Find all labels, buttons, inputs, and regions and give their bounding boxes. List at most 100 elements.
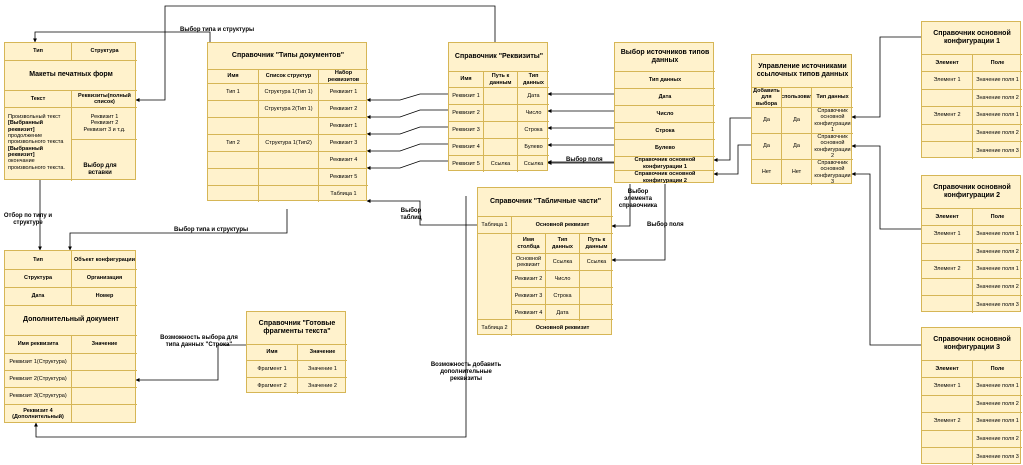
dt-cell: Реквизит 4 [318,151,368,168]
tp-cell: Реквизит 2 [511,270,545,287]
pf-body-line: Произвольный текст [8,114,61,120]
ad-cell: Номер [71,287,137,305]
rm-header: Использовать [781,87,811,107]
cfg-header: Элемент [922,360,972,377]
label-add-requisites: Возможность добавить дополнительные рекв… [430,362,502,382]
cfg-title: Справочник основной конфигурации 2 [933,183,1011,199]
tp-cell: Ссылка [545,253,579,270]
rq-cell: Реквизит 5 [449,155,483,172]
ad-title: Дополнительный документ [5,305,137,335]
rm-cell: Нет [752,159,781,185]
dt-title: Справочник "Типы документов" [231,51,345,59]
cfg-cell: Значение поля 3 [972,447,1022,465]
dt-cell: Реквизит 1 [318,83,368,100]
dt-cell [208,117,258,134]
ad-cell: Дата [5,287,71,305]
tp-cell: Реквизит 4 [511,304,545,321]
rq-cell: Число [517,104,549,121]
rq-header: Путь к данным [483,71,517,87]
pf-body-line: [Выбранный реквизит] [8,145,44,158]
rq-cell: Булево [517,138,549,155]
rm-cell: Нет [781,159,811,185]
src-row: Дата [615,88,715,105]
cfg-cell: Значение поля 1 [972,412,1022,430]
rq-cell: Реквизит 1 [449,87,483,104]
src-row: Справочник основной конфигурации 2 [615,170,715,184]
pf-header-structure: Структура [71,43,137,60]
cfg-title: Справочник основной конфигурации 1 [933,29,1011,45]
cfg-title: Справочник основной конфигурации 3 [933,335,1011,351]
fr-cell: Значение 2 [297,377,347,394]
dt-cell [208,100,258,117]
dt-cell [258,151,318,168]
label-select-tables: Выбор таблиц [400,208,422,221]
dt-cell [208,168,258,185]
arrow-req-1 [366,93,448,102]
dt-cell: Реквизит 1 [318,117,368,134]
cfg-cell: Значение поля 3 [972,141,1022,159]
dt-cell: Реквизит 2 [318,100,368,117]
ad-req-name: Реквизит 3(Структура) [5,387,71,404]
label-filter-by-type: Отбор по типу и структуре [3,213,53,226]
label-string-choice: Возможность выбора для типа данных "Стро… [160,335,238,348]
arrow-fragments-to-adddoc [135,344,246,382]
fr-title: Справочник "Готовые фрагменты текста" [258,319,336,335]
tp-main-req2: Основной реквизит [511,319,613,336]
ad-cell: Структура [5,269,71,287]
pf-row-requisites: Реквизиты(полный список) [71,90,137,107]
cfg-cell [922,141,972,159]
rq-cell: Ссылка [517,155,549,172]
ad-cell: Объект конфигурации [71,251,137,269]
rm-cell: Справочник основной конфигурации 2 [811,133,853,159]
dt-cell [258,168,318,185]
fr-cell: Фрагмент 2 [247,377,297,394]
ad-req-value [71,353,137,370]
label-select-element: Выбор элемента справочника [618,189,658,209]
tp-title: Справочник "Табличные части" [489,197,602,205]
src-row: Число [615,105,715,122]
cfg-cell: Элемент 2 [922,260,972,278]
cfg-cell [922,88,972,107]
dt-cell: Тип 1 [208,83,258,100]
tp-table2: Таблица 2 [478,319,511,336]
dt-cell [258,117,318,134]
pf-title: Макеты печатных форм [5,60,137,90]
cfg-header: Поле [972,208,1022,225]
dt-cell [208,185,258,202]
cfg-cell: Значение поля 3 [972,295,1022,313]
rm-header: Добавить для выбора [752,87,781,107]
cfg-cell: Значение поля 1 [972,225,1022,243]
rq-header: Тип данных [517,71,549,87]
dt-cell: Структура 1(Тип 1) [258,83,318,100]
cfg-cell: Значение поля 2 [972,394,1022,413]
arrow-doctypes-to-printforms [33,31,211,43]
rq-cell: Ссылка [483,155,517,172]
tp-cell [579,270,613,287]
rq-header: Имя [449,71,483,87]
cfg-cell [922,429,972,448]
dt-cell: Структура 2(Тип 1) [258,100,318,117]
tp-cell: Реквизит 3 [511,287,545,304]
dt-cell: Реквизит 5 [318,168,368,185]
cfg-header: Элемент [922,208,972,225]
cfg-cell [922,394,972,413]
label-select-field-1: Выбор поля [566,157,603,163]
label-select-type-struct-top: Выбор типа и структуры [180,27,255,33]
cfg-cell: Элемент 1 [922,225,972,243]
rq-cell: Реквизит 2 [449,104,483,121]
rq-cell: Дата [517,87,549,104]
ref-mgmt-table: Управление источниками ссылочных типов д… [751,54,853,185]
cfg-cell: Значение поля 2 [972,242,1022,261]
rq-title: Справочник "Реквизиты" [454,52,544,60]
ad-req-value [71,387,137,404]
fr-cell: Фрагмент 1 [247,360,297,377]
fr-cell: Значение 1 [297,360,347,377]
arrow-field-to-tabparts [611,184,666,262]
rq-cell: Строка [517,121,549,138]
